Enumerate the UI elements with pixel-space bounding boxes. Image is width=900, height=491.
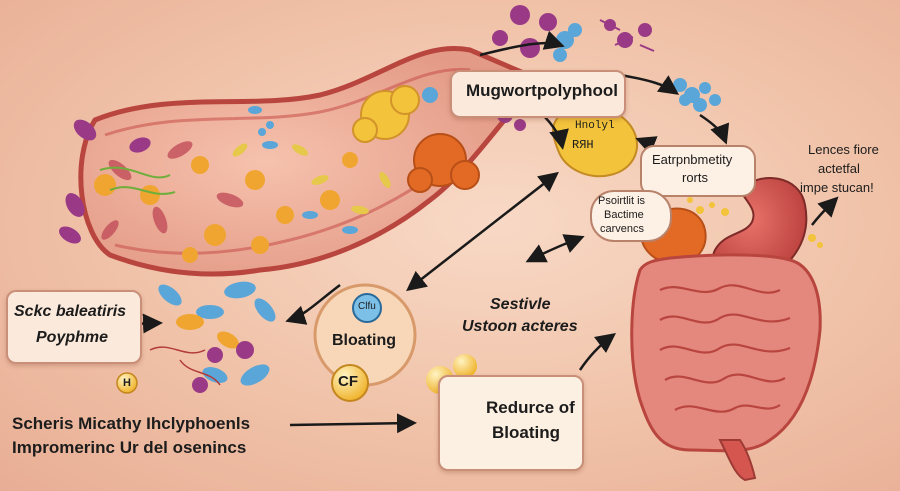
cf-label: CF [338,373,358,390]
h-badge [116,372,138,394]
ustoon-label: Ustoon acteres [462,318,578,335]
bottom-text-1: Scheris Micathy Ihclyphoenls [12,414,251,433]
bottom-text-2: Impromerinc Ur del osenincs [12,438,247,457]
bactime-bubble [590,190,672,242]
reduce-box [438,375,584,471]
gut-segment [59,46,545,277]
lences-text-2: actetfal [818,161,860,176]
bloating-icon [352,293,382,323]
hexagon-text-2: RЯH [572,138,594,152]
entrp-box [640,145,756,197]
entrp-text-2: rorts [682,170,708,185]
left-text-2: Poyphme [36,329,109,346]
sestivle-label: Sestivle [490,296,551,313]
entrp-text-1: Eatrpnbmetity [652,152,733,167]
reduce-text-2: Bloating [492,423,560,442]
bacteria-cluster-left [149,281,276,393]
left-box [6,290,142,364]
bloating-label: Bloating [332,332,396,349]
bubble-text-2: Bactime [604,209,644,221]
lences-text-1: Lences fiore [808,142,879,157]
bloating-icon-text: Clfu [358,301,376,312]
reduce-text-1: Redurce of [486,398,575,417]
lences-text-3: impe stucan! [800,180,874,195]
intestines [630,253,822,482]
bubble-text-1: Psoirtlit is [598,195,646,207]
hexagon-text-1: Hnolyl [575,120,615,132]
cf-badge [331,364,369,402]
bubble-text-3: carvencs [600,223,645,235]
h-badge-label: H [123,377,131,389]
mugwort-box [450,70,626,118]
left-text-1: Sckc baleatiris [14,303,127,320]
mugwort-label: Mugwortpolyphool [466,81,619,100]
